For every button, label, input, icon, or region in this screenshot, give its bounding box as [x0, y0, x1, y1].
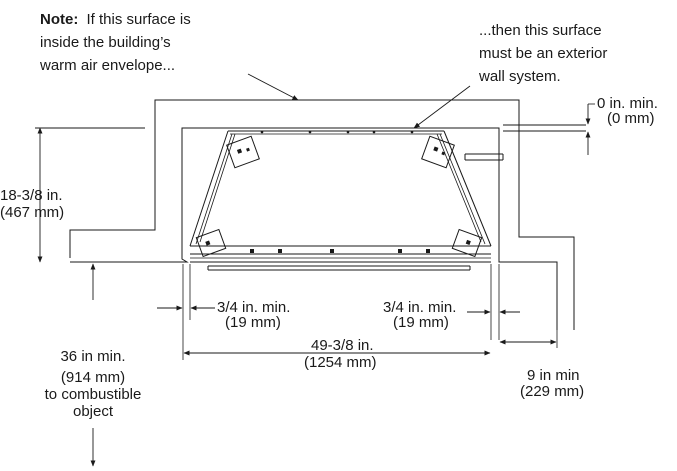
left-side-clearance	[157, 264, 215, 320]
below-line3-label: to combustible	[45, 386, 142, 403]
exterior-line3: wall system.	[478, 68, 561, 85]
note-line3: warm air envelope...	[39, 57, 175, 74]
enclosure-outer-outline	[69, 99, 575, 330]
width-dimension	[182, 320, 491, 360]
below-in-label: 36 in min.	[60, 348, 125, 365]
wall-in-label: 9 in min	[527, 367, 580, 384]
below-line4-label: object	[73, 403, 114, 420]
below-mm-label: (914 mm)	[61, 369, 125, 386]
fireplace-unit	[189, 130, 504, 271]
exterior-line1: ...then this surface	[479, 22, 602, 39]
exterior-line2: must be an exterior	[479, 45, 607, 62]
wall-thickness-dimension	[499, 330, 558, 348]
exterior-callout: ...then this surface must be an exterior…	[478, 22, 607, 85]
note-label: Note:	[40, 11, 78, 28]
enclosure-inner-outline	[70, 127, 558, 330]
width-in-label: 49-3/8 in.	[311, 337, 374, 354]
note-callout: Note: If this surface is inside the buil…	[39, 11, 191, 74]
svg-text:Note: If this surface is: Note: If this surface is	[40, 11, 191, 28]
left-clearance-mm-label: (19 mm)	[225, 314, 281, 331]
top-clearance-in-label: 0 in. min.	[597, 95, 658, 112]
right-clearance-in-label: 3/4 in. min.	[383, 299, 456, 316]
left-clearance-in-label: 3/4 in. min.	[217, 299, 290, 316]
exterior-leader	[413, 85, 471, 129]
wall-mm-label: (229 mm)	[520, 383, 584, 400]
header-lines	[35, 124, 586, 132]
width-mm-label: (1254 mm)	[304, 354, 377, 371]
top-clearance-mm-label: (0 mm)	[607, 110, 655, 127]
right-clearance-mm-label: (19 mm)	[393, 314, 449, 331]
top-clearance-dimension	[585, 103, 595, 155]
note-line2: inside the building’s	[40, 34, 171, 51]
right-side-clearance	[467, 264, 520, 340]
height-in-label: 18-3/8 in.	[0, 187, 63, 204]
height-mm-label: (467 mm)	[0, 204, 64, 221]
note-leader	[247, 73, 299, 101]
note-line1: If this surface is	[87, 11, 191, 28]
